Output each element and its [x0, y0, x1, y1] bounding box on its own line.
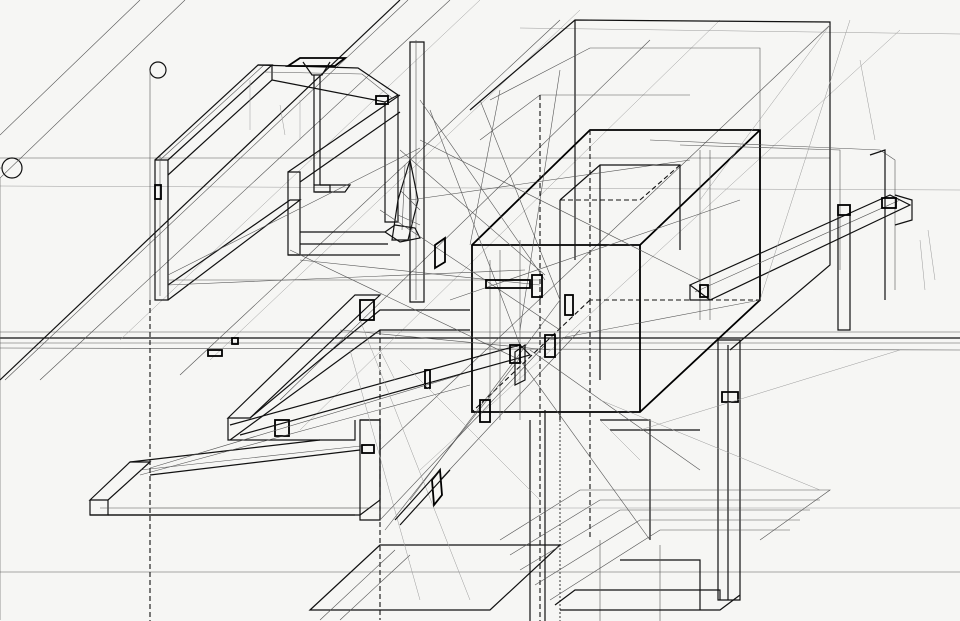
reference-circles — [0, 61, 167, 620]
construction-marks — [249, 59, 936, 461]
detail-marks — [207, 236, 574, 526]
reference-circle-top — [149, 61, 167, 79]
reference-circle-left — [1, 157, 23, 179]
lower-right-post — [529, 339, 741, 621]
projection-lines — [167, 19, 901, 601]
horizontal-datum-lines — [0, 27, 960, 573]
stepped-platforms — [308, 489, 831, 621]
diagonal-guide-lines — [0, 0, 901, 471]
lower-left-assembly — [88, 294, 532, 521]
background-box — [469, 19, 896, 351]
inner-frame — [287, 94, 401, 256]
upper-left-frame — [154, 40, 425, 303]
dashed-columns — [149, 300, 591, 621]
right-beam — [688, 194, 913, 331]
